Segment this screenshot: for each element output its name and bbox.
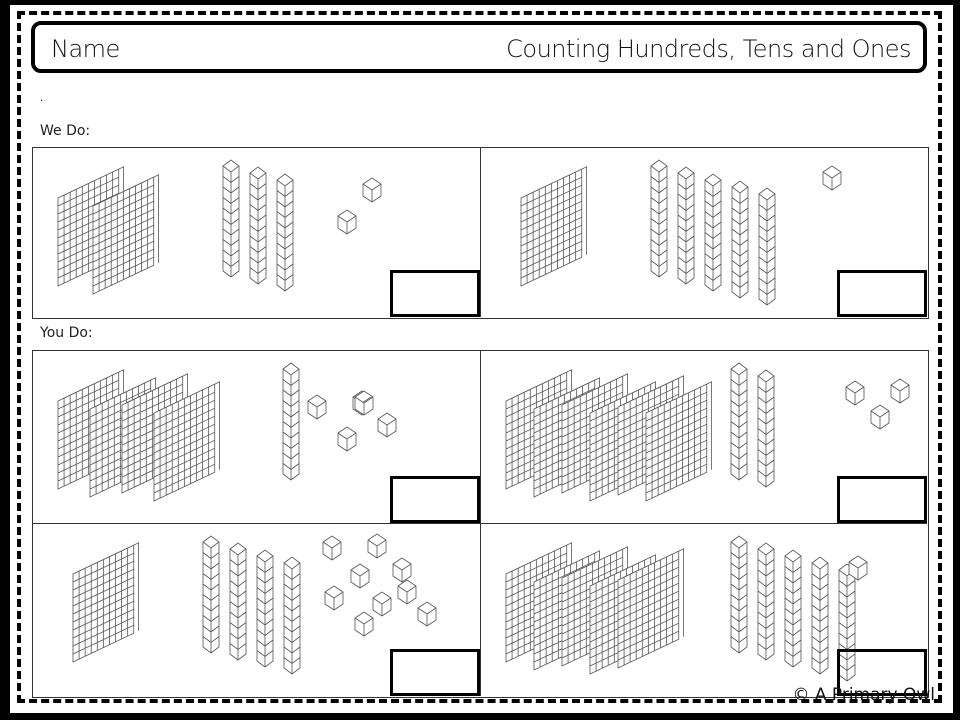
you-do-label: You Do: [40, 325, 93, 341]
ten-rod [276, 173, 294, 292]
problem-panel-you-do-3 [33, 524, 481, 696]
answer-box[interactable] [837, 270, 927, 317]
one-cube [350, 563, 370, 589]
ten-rod [784, 549, 802, 668]
answer-box[interactable] [837, 476, 927, 523]
answer-box[interactable] [390, 270, 480, 317]
ten-rod [757, 369, 775, 488]
one-cube [870, 404, 890, 430]
hundred-flat [520, 166, 587, 287]
one-cube [377, 412, 397, 438]
worksheet-title: Counting Hundreds, Tens and Ones [506, 35, 911, 63]
answer-box[interactable] [390, 649, 480, 696]
one-cube [822, 165, 842, 191]
base-ten-blocks [57, 362, 397, 502]
problem-panel-you-do-2 [481, 351, 927, 524]
one-cube [417, 601, 437, 627]
ten-rod [758, 187, 776, 306]
ten-rod [202, 535, 220, 654]
ten-rod [283, 556, 301, 675]
hundred-flat [92, 174, 159, 295]
name-label: Name [51, 35, 120, 63]
ten-rod [811, 556, 829, 675]
one-cube [322, 535, 342, 561]
stray-mark: . [40, 93, 44, 104]
ten-rod [704, 173, 722, 292]
ten-rod [731, 180, 749, 299]
ten-rod [256, 549, 274, 668]
one-cube [337, 426, 357, 452]
one-cube [848, 555, 868, 581]
ten-rod [650, 159, 668, 278]
ten-rod [677, 166, 695, 285]
ten-rod [757, 542, 775, 661]
one-cube [372, 591, 392, 617]
problem-panel-you-do-4 [481, 524, 927, 696]
hundred-flat [645, 381, 712, 502]
ten-rod [730, 535, 748, 654]
answer-box[interactable] [837, 649, 927, 696]
one-cube [362, 177, 382, 203]
one-cube [354, 390, 374, 416]
ten-rod [249, 166, 267, 285]
hundred-flat [153, 381, 220, 502]
one-cube [307, 394, 327, 420]
dashed-border [17, 11, 942, 703]
ten-rod [282, 362, 300, 481]
header-bar: Name Counting Hundreds, Tens and Ones [31, 21, 927, 73]
we-do-grid [32, 147, 929, 319]
one-cube [324, 585, 344, 611]
one-cube [890, 378, 910, 404]
one-cube [392, 557, 412, 583]
base-ten-blocks [520, 159, 842, 306]
one-cube [367, 533, 387, 559]
worksheet-page: Name Counting Hundreds, Tens and Ones . … [10, 5, 953, 713]
answer-box[interactable] [390, 476, 480, 523]
one-cube [397, 579, 417, 605]
base-ten-blocks [72, 533, 437, 675]
ten-rod [229, 542, 247, 661]
base-ten-blocks [57, 159, 382, 295]
one-cube [845, 380, 865, 406]
copyright-text: © A Primary Owl [792, 685, 935, 705]
one-cube [354, 611, 374, 637]
problem-panel-you-do-1 [33, 351, 481, 524]
we-do-label: We Do: [40, 123, 91, 139]
you-do-grid [32, 350, 929, 698]
ten-rod [730, 362, 748, 481]
hundred-flat [617, 548, 684, 669]
problem-panel-we-do-1 [33, 148, 481, 317]
problem-panel-we-do-2 [481, 148, 927, 317]
ten-rod [222, 159, 240, 278]
base-ten-blocks [505, 362, 910, 502]
one-cube [337, 209, 357, 235]
hundred-flat [72, 542, 139, 663]
